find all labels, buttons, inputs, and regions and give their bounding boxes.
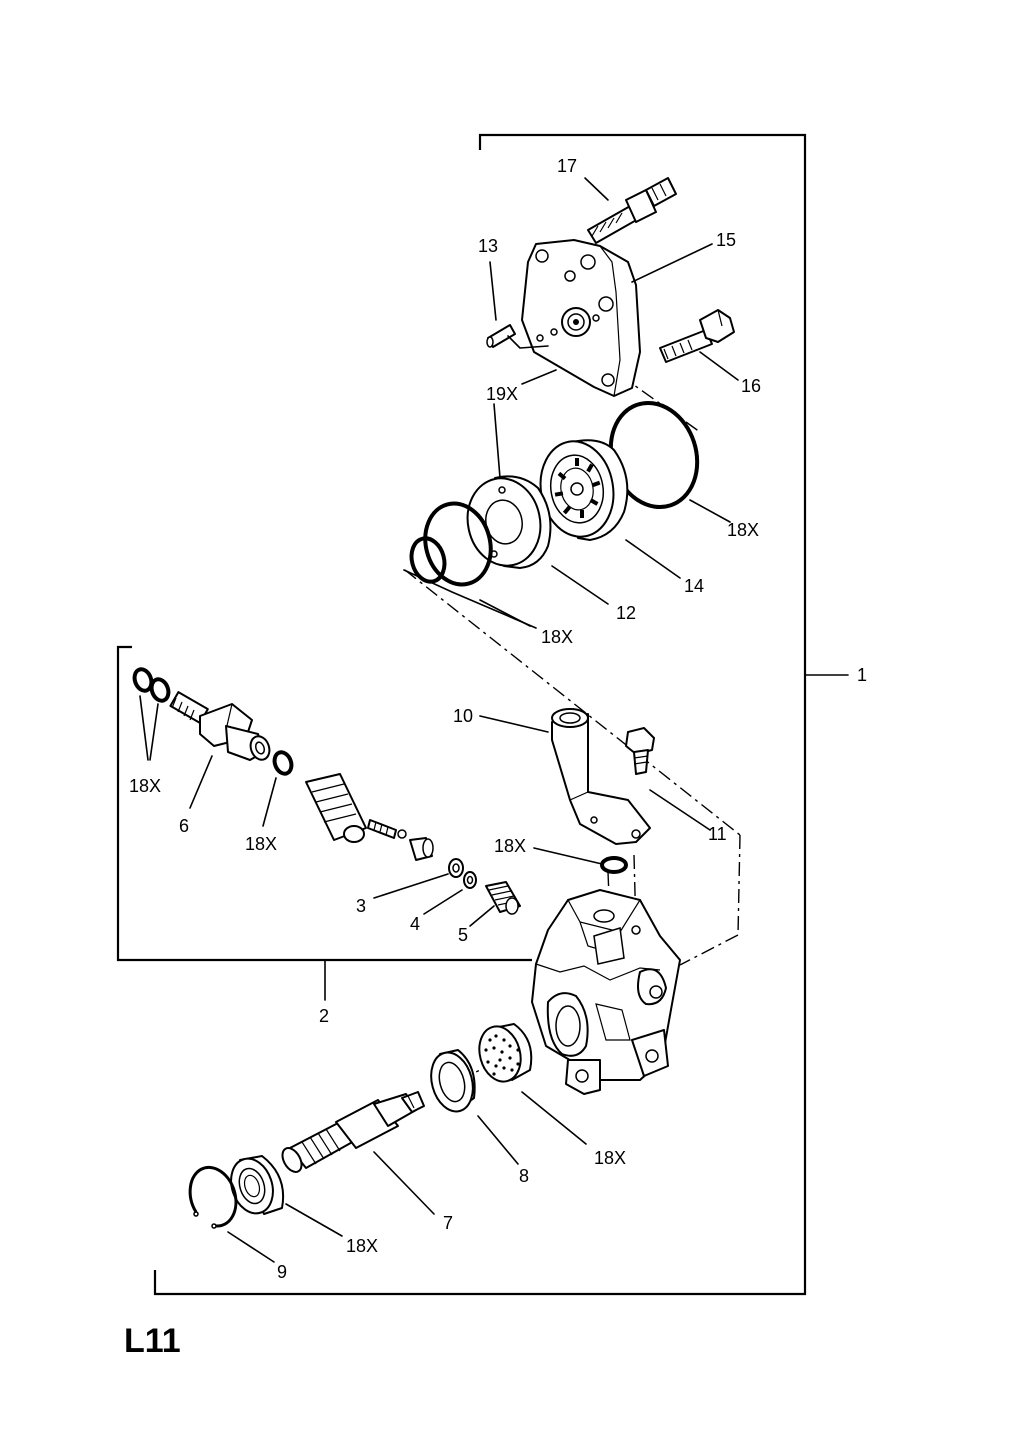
label-16: 16 [741,376,761,396]
part-5-spring [485,881,521,915]
label-18x-fitting: 18X [494,836,526,856]
part-14-cam-ring-rotor [539,439,629,541]
assembly-bracket-1 [153,133,849,1296]
label-11: 11 [708,824,727,844]
label-2: 2 [319,1006,329,1026]
part-9-circlip [188,1165,238,1229]
part-15-housing-plate [507,239,641,397]
label-15: 15 [716,230,736,250]
label-12: 12 [616,603,636,623]
part-spool-valve [305,773,434,861]
part-16-bolt [659,309,735,363]
part-8-seal [430,1049,476,1113]
part-18x-o-ring-valve-2 [149,677,171,703]
part-17-stud [587,177,677,244]
part-11-bolt [625,727,655,775]
part-7-drive-shaft [281,1091,425,1173]
part-18x-o-ring-valve-1 [132,667,154,693]
label-18x-valve-right: 18X [245,834,277,854]
label-4: 4 [410,914,420,934]
part-18x-o-ring-small [409,536,447,584]
part-18x-shaft-seal [478,1023,533,1083]
label-7: 7 [443,1213,453,1233]
label-18x-valve-left: 18X [129,776,161,796]
label-8: 8 [519,1166,529,1186]
label-3: 3 [356,896,366,916]
label-10: 10 [453,706,473,726]
label-5: 5 [458,925,468,945]
label-19x: 19X [486,384,518,404]
part-10-inlet-fitting [551,708,651,845]
label-18x-bearing: 18X [346,1236,378,1256]
part-4-washer [463,871,477,889]
label-18x-ring-large: 18X [727,520,759,540]
assembly-bracket-2 [116,645,532,1001]
label-17: 17 [557,156,577,176]
pump-body-housing [531,889,681,1095]
label-13: 13 [478,236,498,256]
label-18x-rings: 18X [541,627,573,647]
part-18x-o-ring-medium [423,501,493,587]
part-18x-seal-fitting [600,856,628,874]
label-18x-shaft-seal: 18X [594,1148,626,1168]
leader-lines [139,177,739,1263]
label-9: 9 [277,1262,287,1282]
part-12-pressure-plate [466,475,552,569]
page-code: L11 [124,1322,181,1360]
callout-labels: 17 13 15 16 19X 18X 14 12 18X 1 10 11 18… [124,156,867,1360]
label-6: 6 [179,816,189,836]
part-18x-bearing [230,1155,284,1215]
part-18x-o-ring-valve-3 [272,750,294,776]
label-1: 1 [857,665,867,685]
part-3-washer [448,858,464,878]
label-14: 14 [684,576,704,596]
part-6-valve-body [169,691,271,761]
part-13-pin [486,324,516,348]
